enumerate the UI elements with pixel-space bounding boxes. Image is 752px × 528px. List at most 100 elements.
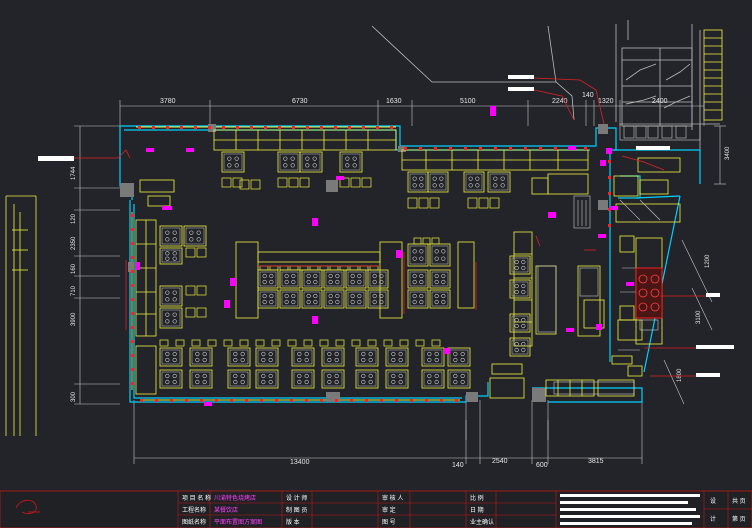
grill-burner — [262, 293, 267, 299]
tabletop-inner — [293, 349, 313, 365]
table-set — [447, 369, 471, 389]
annotation-tag — [396, 250, 402, 258]
grill-burner — [434, 279, 439, 285]
wall-light — [362, 126, 365, 129]
annotation-tag — [312, 316, 318, 324]
dimension-labels-top: 3780 6730 1630 5100 2240 140 1320 2400 — [160, 92, 668, 105]
table-set — [159, 247, 183, 265]
chair — [196, 285, 207, 296]
grill-burner — [262, 299, 267, 305]
chair — [407, 197, 418, 209]
dining-table — [447, 369, 471, 389]
grill-burner — [172, 251, 177, 256]
dim-left-7: 300 — [71, 391, 77, 402]
grill-burner — [521, 259, 526, 265]
dim-right-4: 1800 — [677, 368, 683, 382]
grill-burner — [345, 156, 350, 161]
wall-light — [222, 126, 225, 129]
tabletop-inner — [387, 349, 407, 365]
grill-burner — [165, 297, 170, 302]
table-set — [159, 307, 183, 329]
dining-table — [427, 171, 449, 193]
dining-table — [159, 369, 183, 389]
wall-light — [380, 399, 383, 402]
grill-burner — [284, 279, 289, 285]
grill-burner — [261, 357, 266, 363]
grill-burner — [361, 357, 366, 363]
tb-count-a: 共 页 — [732, 497, 746, 505]
dining-table — [189, 347, 213, 367]
annotation-tag — [598, 234, 606, 238]
dim-right-3: 3100 — [696, 310, 702, 324]
annotation-tag — [596, 324, 602, 330]
wall-light — [131, 270, 134, 273]
tb-design-label: 设 计 师 — [286, 494, 307, 502]
chair — [422, 237, 431, 245]
dining-table — [509, 313, 531, 333]
tabletop-inner — [347, 271, 365, 287]
wall-light — [608, 160, 611, 163]
grill-burner — [439, 176, 444, 181]
chair — [319, 339, 329, 347]
wall-light — [292, 126, 295, 129]
grill-burner — [262, 273, 267, 279]
dining-table — [227, 347, 251, 367]
chair — [288, 177, 299, 188]
chair — [196, 307, 207, 318]
chair — [277, 177, 288, 188]
tb-project-label: 项 目 名 称 — [182, 494, 211, 502]
chair — [383, 339, 393, 347]
stair-top-right — [703, 29, 723, 121]
table-set — [509, 279, 531, 299]
table-set — [429, 243, 451, 267]
grill-burner — [441, 256, 446, 261]
table-set — [159, 369, 183, 389]
chair — [250, 179, 261, 190]
wall-light — [131, 284, 134, 287]
grill-burner — [412, 293, 417, 299]
grill-burner — [202, 379, 207, 385]
tabletop-inner — [161, 249, 181, 263]
grill-burner — [361, 373, 366, 379]
grill-burner — [268, 379, 273, 385]
grill-burner — [327, 373, 332, 379]
tabletop-inner — [301, 153, 321, 171]
wall-light — [376, 126, 379, 129]
grill-burner — [398, 379, 403, 385]
chair — [413, 237, 422, 245]
dining-table — [487, 171, 511, 193]
table-set — [301, 269, 323, 289]
wall-light — [185, 399, 188, 402]
dining-table — [321, 369, 345, 389]
chair — [350, 177, 361, 188]
tabletop-inner — [431, 271, 449, 287]
grill-burner — [172, 256, 177, 261]
tabletop-inner — [511, 257, 529, 273]
grill-burner — [334, 373, 339, 379]
table-set — [355, 347, 379, 367]
grill-burner — [398, 351, 403, 357]
grill-burner — [313, 293, 318, 299]
grill-burner — [240, 351, 245, 357]
grill-burner — [195, 351, 200, 357]
annotation-tag — [626, 282, 634, 286]
tabletop-inner — [161, 287, 181, 305]
table-set — [339, 151, 363, 173]
tabletop-inner — [511, 281, 529, 297]
dim-top-4: 5100 — [460, 98, 476, 105]
dim-top-2: 6730 — [292, 98, 308, 105]
grill-burner — [165, 379, 170, 385]
wall-light — [320, 126, 323, 129]
grill-burner — [327, 379, 332, 385]
wall-light — [419, 147, 422, 150]
annotation-tag — [312, 218, 318, 226]
grill-burner — [297, 357, 302, 363]
tb-drawing-value: 某餐饮店 — [214, 506, 238, 514]
dining-table — [429, 243, 451, 267]
grill-burner — [368, 351, 373, 357]
grill-burner — [434, 357, 439, 363]
chair — [367, 339, 377, 347]
grill-burner — [350, 293, 355, 299]
grill-burner — [306, 273, 311, 279]
wall-light — [131, 242, 134, 245]
